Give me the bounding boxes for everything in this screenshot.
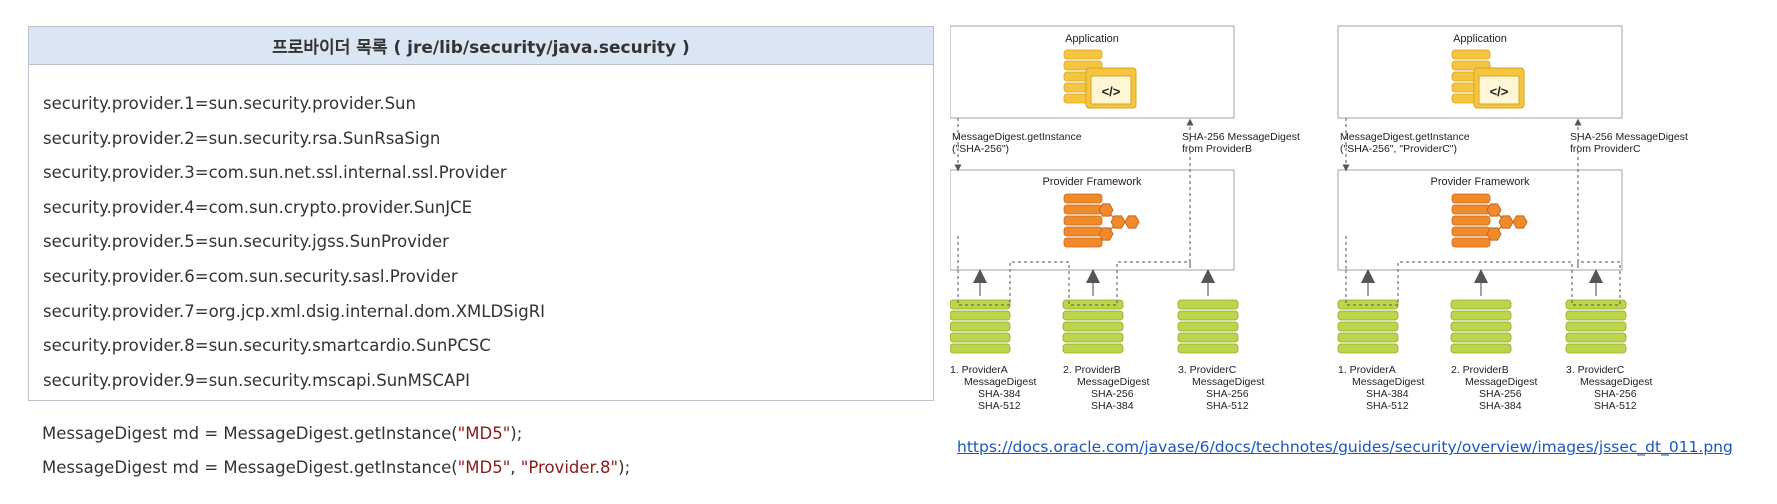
provider-line-7: security.provider.7=org.jcp.xml.dsig.int… (43, 301, 546, 321)
provider-line-8: security.provider.8=sun.security.smartca… (43, 336, 491, 356)
provider-db-icon (1062, 299, 1124, 354)
response-label: SHA-256 MessageDigest (1182, 131, 1300, 143)
hex-node-icon (1498, 215, 1514, 229)
framework-label: Provider Framework (1430, 176, 1530, 188)
provider-type: MessageDigest (1192, 376, 1264, 388)
application-label: Application (1453, 33, 1507, 45)
application-label: Application (1065, 33, 1119, 45)
provider-name: 2. ProviderB (1063, 364, 1121, 376)
provider-type: MessageDigest (1352, 376, 1424, 388)
selection-path (1345, 261, 1621, 306)
provider-name: 1. ProviderA (950, 364, 1008, 376)
provider-algorithm: SHA-256 (1206, 388, 1249, 400)
hex-node-icon (1098, 203, 1114, 217)
provider-algorithm: SHA-512 (1206, 400, 1249, 412)
provider-list-table: 프로바이더 목록 ( jre/lib/security/java.securit… (28, 26, 934, 401)
provider-line-9: security.provider.9=sun.security.mscapi.… (43, 370, 470, 390)
code-string-arg: "MD5" (457, 424, 511, 443)
selection-path (957, 261, 1191, 306)
response-label: SHA-256 MessageDigest (1570, 131, 1688, 143)
provider-algorithm: SHA-384 (978, 388, 1021, 400)
source-url-link[interactable]: https://docs.oracle.com/javase/6/docs/te… (957, 438, 1733, 456)
hex-node-icon (1098, 227, 1114, 241)
provider-db-icon (1177, 299, 1239, 354)
diagram-panel: Application</>Provider FrameworkMessageD… (950, 25, 1300, 412)
provider-db-icon (950, 299, 1011, 354)
hex-node-icon (1124, 215, 1140, 229)
provider-type: MessageDigest (1465, 376, 1537, 388)
provider-db-icon (1337, 299, 1399, 354)
request-label: MessageDigest.getInstance (952, 131, 1082, 143)
provider-name: 3. ProviderC (1566, 364, 1625, 376)
provider-name: 1. ProviderA (1338, 364, 1396, 376)
code-line-getinstance: MessageDigest md = MessageDigest.getInst… (42, 424, 522, 443)
response-source-label: from ProviderB (1182, 143, 1252, 155)
provider-type: MessageDigest (964, 376, 1036, 388)
provider-line-1: security.provider.1=sun.security.provide… (43, 94, 416, 113)
provider-db-icon (1450, 299, 1512, 354)
provider-db-icon (1565, 299, 1627, 354)
provider-algorithm: SHA-256 (1594, 388, 1637, 400)
code-text: MessageDigest md = MessageDigest.getInst… (42, 424, 458, 443)
code-string-arg: "Provider.8" (520, 458, 619, 477)
provider-line-5: security.provider.5=sun.security.jgss.Su… (43, 232, 449, 252)
provider-name: 2. ProviderB (1451, 364, 1509, 376)
provider-algorithm: SHA-512 (978, 400, 1021, 412)
code-string-arg: "MD5" (457, 458, 511, 477)
hex-node-icon (1486, 203, 1502, 217)
code-separator: , (510, 458, 521, 477)
provider-name: 3. ProviderC (1178, 364, 1237, 376)
provider-line-6: security.provider.6=com.sun.security.sas… (43, 266, 458, 286)
code-line-getinstance-provider: MessageDigest md = MessageDigest.getInst… (42, 458, 630, 477)
provider-line-3: security.provider.3=com.sun.net.ssl.inte… (43, 163, 507, 183)
request-label: MessageDigest.getInstance (1340, 131, 1470, 143)
provider-algorithm: SHA-512 (1594, 400, 1637, 412)
table-title: 프로바이더 목록 ( jre/lib/security/java.securit… (29, 27, 933, 65)
provider-line-4: security.provider.4=com.sun.crypto.provi… (43, 197, 473, 217)
provider-type: MessageDigest (1077, 376, 1149, 388)
provider-algorithm: SHA-512 (1366, 400, 1409, 412)
provider-algorithm: SHA-256 (1091, 388, 1134, 400)
code-glyph: </> (1490, 84, 1509, 99)
diagram-panel: Application</>Provider FrameworkMessageD… (1337, 25, 1688, 412)
code-text: ); (510, 424, 523, 443)
code-text: MessageDigest md = MessageDigest.getInst… (42, 458, 458, 477)
provider-algorithm: SHA-384 (1479, 400, 1522, 412)
framework-label: Provider Framework (1042, 176, 1142, 188)
request-args-label: ("SHA-256", "ProviderC") (1340, 143, 1457, 155)
provider-algorithm: SHA-384 (1366, 388, 1409, 400)
hex-node-icon (1110, 215, 1126, 229)
provider-algorithm: SHA-384 (1091, 400, 1134, 412)
framework-db-icon (1451, 193, 1491, 248)
provider-list: security.provider.1=sun.security.provide… (29, 65, 933, 404)
provider-line-2: security.provider.2=sun.security.rsa.Sun… (43, 128, 441, 148)
provider-type: MessageDigest (1580, 376, 1652, 388)
framework-db-icon (1063, 193, 1103, 248)
request-args-label: ("SHA-256") (952, 143, 1009, 155)
code-glyph: </> (1102, 84, 1121, 99)
hex-node-icon (1486, 227, 1502, 241)
response-source-label: from ProviderC (1570, 143, 1641, 155)
hex-node-icon (1512, 215, 1528, 229)
provider-algorithm: SHA-256 (1479, 388, 1522, 400)
provider-architecture-diagrams: Application</>Provider FrameworkMessageD… (950, 25, 1688, 412)
code-text: ); (618, 458, 631, 477)
